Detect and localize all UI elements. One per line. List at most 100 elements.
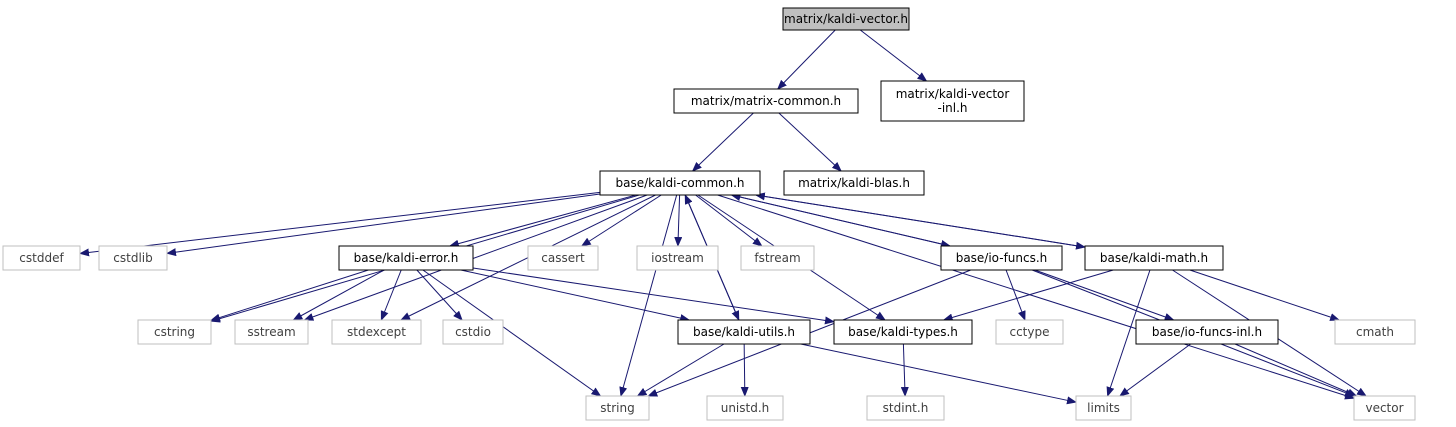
node-sstream: sstream: [234, 319, 309, 345]
node-box: [338, 245, 474, 271]
node-limits: limits: [1075, 395, 1132, 421]
node-box: [1334, 319, 1416, 345]
edge-iof-to-kc: [730, 193, 951, 247]
edge-ku-to-unistd: [740, 343, 749, 397]
edge-ke-to-stdexcept: [380, 269, 402, 321]
edge-kc-to-sstream: [303, 194, 648, 321]
edge-iof-to-iofi: [1034, 269, 1175, 321]
edge-iofi-to-limits: [1119, 343, 1191, 397]
node-box: [995, 319, 1064, 345]
node-iof[interactable]: base/io-funcs.h: [940, 245, 1063, 271]
edge-iofi-to-vector: [1234, 343, 1358, 397]
node-km[interactable]: base/kaldi-math.h: [1084, 245, 1224, 271]
node-label-line: matrix/kaldi-vector: [896, 87, 1010, 101]
node-label: base/io-funcs-inl.h: [1152, 325, 1262, 339]
edge-kc-to-ke: [448, 194, 637, 248]
node-label: cstdlib: [113, 251, 152, 265]
edge-root-to-kvi: [859, 29, 928, 82]
node-label: cstddef: [19, 251, 64, 265]
node-kvi[interactable]: matrix/kaldi-vector-inl.h: [880, 80, 1025, 122]
node-box: [673, 88, 859, 114]
node-label: cstring: [154, 325, 195, 339]
node-label: limits: [1087, 401, 1120, 415]
node-cmath: cmath: [1334, 319, 1416, 345]
node-label-line: -inl.h: [937, 101, 967, 115]
node-vector: vector: [1353, 395, 1416, 421]
edge-root-to-mc: [777, 29, 836, 90]
edge-kc-to-iostream: [674, 194, 683, 247]
edge-km-to-kc: [754, 192, 1086, 248]
edge-ke-to-cstdio: [416, 269, 463, 321]
node-label: fstream: [754, 251, 800, 265]
node-label: base/kaldi-math.h: [1100, 251, 1208, 265]
node-label: base/kaldi-common.h: [615, 176, 744, 190]
node-cctype: cctype: [995, 319, 1064, 345]
node-box: [866, 395, 945, 421]
node-box: [636, 245, 719, 271]
edge-kt-to-stdint: [900, 343, 909, 397]
node-cstdio: cstdio: [442, 319, 504, 345]
node-stdint: stdint.h: [866, 395, 945, 421]
node-box: [740, 245, 815, 271]
node-iofi[interactable]: base/io-funcs-inl.h: [1135, 319, 1279, 345]
node-kb[interactable]: matrix/kaldi-blas.h: [783, 170, 925, 196]
edge-kc-to-string: [619, 194, 678, 397]
node-label: sstream: [247, 325, 295, 339]
edge-kc-to-fstream: [695, 194, 763, 247]
node-label: stdexcept: [347, 325, 406, 339]
node-box: [782, 7, 910, 31]
node-box: [833, 319, 973, 345]
edge-ke-to-sstream: [292, 269, 385, 321]
node-label: matrix/matrix-common.h: [691, 94, 841, 108]
node-box: [331, 319, 422, 345]
edge-kc-to-vector: [717, 194, 1355, 400]
edge-ke-to-ku: [460, 269, 691, 322]
node-label: string: [600, 401, 634, 415]
node-box: [940, 245, 1063, 271]
edge-kc-to-cassert: [580, 194, 662, 247]
node-kt[interactable]: base/kaldi-types.h: [833, 319, 973, 345]
node-label: matrix/kaldi-blas.h: [798, 176, 910, 190]
node-fstream: fstream: [740, 245, 815, 271]
node-box: [98, 245, 168, 271]
node-box: [137, 319, 212, 345]
node-label: vector: [1365, 401, 1403, 415]
edge-ke-to-string: [422, 269, 602, 397]
node-label: base/kaldi-error.h: [354, 251, 459, 265]
node-cassert: cassert: [527, 245, 599, 271]
node-ke[interactable]: base/kaldi-error.h: [338, 245, 474, 271]
node-iostream: iostream: [636, 245, 719, 271]
node-root[interactable]: matrix/kaldi-vector.h: [782, 7, 910, 31]
edge-km-to-kt: [942, 269, 1114, 322]
node-label: cmath: [1356, 325, 1394, 339]
edge-km-to-limits: [1106, 269, 1151, 397]
node-mc[interactable]: matrix/matrix-common.h: [673, 88, 859, 114]
node-kc[interactable]: base/kaldi-common.h: [599, 170, 761, 196]
node-label: unistd.h: [721, 401, 770, 415]
node-ku[interactable]: base/kaldi-utils.h: [677, 319, 811, 345]
edge-ke-to-kt: [472, 267, 835, 325]
node-box: [1353, 395, 1416, 421]
node-label: base/io-funcs.h: [956, 251, 1048, 265]
node-box: [880, 80, 1025, 122]
edge-kc-to-cstdlib: [166, 193, 601, 257]
node-cstddef: cstddef: [2, 245, 81, 271]
node-box: [442, 319, 504, 345]
node-box: [706, 395, 784, 421]
edge-km-to-cmath: [1189, 269, 1341, 321]
node-box: [2, 245, 81, 271]
node-label: iostream: [651, 251, 704, 265]
node-cstdlib: cstdlib: [98, 245, 168, 271]
node-box: [527, 245, 599, 271]
edge-ku-to-limits: [800, 343, 1077, 405]
header-nodes: matrix/kaldi-vector.h matrix/matrix-commo…: [2, 7, 1416, 421]
dependency-edges: [79, 29, 1367, 405]
edge-kc-to-cstddef: [79, 191, 601, 257]
edge-iof-to-cctype: [1005, 269, 1026, 321]
node-label: base/kaldi-utils.h: [693, 325, 795, 339]
node-label: stdint.h: [883, 401, 929, 415]
edge-ku-to-string: [636, 343, 725, 397]
node-box: [599, 170, 761, 196]
node-box: [1135, 319, 1279, 345]
